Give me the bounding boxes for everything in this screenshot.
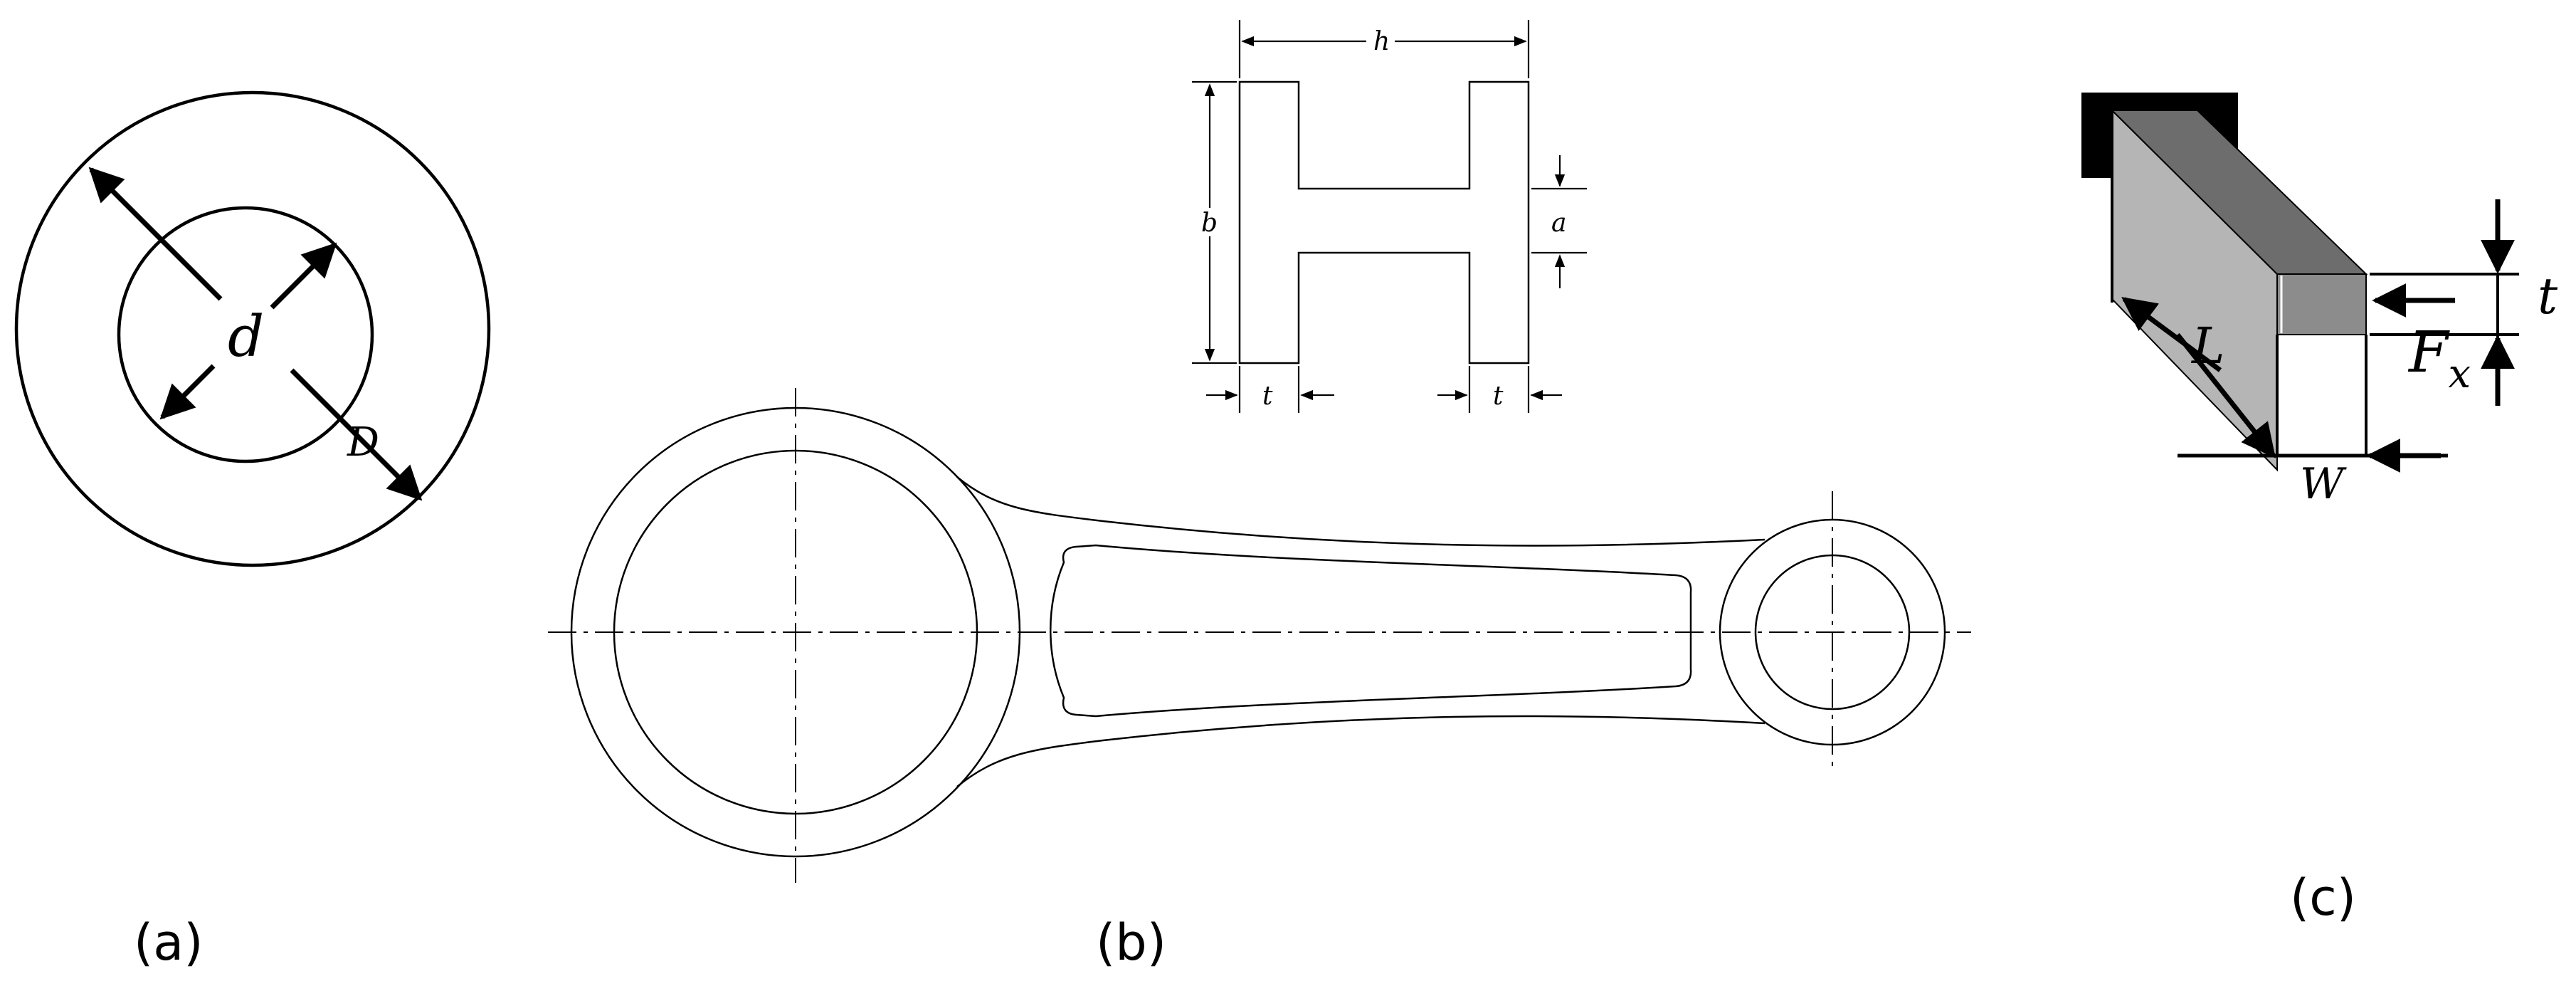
panel-b-label: (b) — [1096, 913, 1166, 972]
h-dimension-label: h — [1373, 27, 1390, 56]
W-label: W — [2300, 459, 2347, 509]
beam-end-face — [2276, 273, 2367, 335]
panel-c-cantilever-beam: L W t Fx (c) — [2081, 93, 2558, 927]
inner-diameter-label: d — [228, 303, 264, 369]
b-dimension-label: b — [1201, 209, 1218, 238]
L-dim-arrow-lower — [2175, 332, 2276, 458]
t-label: t — [2538, 267, 2558, 325]
annulus-inner-circle — [117, 206, 374, 463]
a-dimension-label: a — [1551, 209, 1566, 238]
force-label: Fx — [2407, 319, 2471, 397]
shank-bottom-edge — [956, 715, 1765, 787]
outer-diameter-label: D — [347, 419, 379, 466]
L-dim-arrow-upper — [2121, 297, 2222, 372]
shank-pocket — [1050, 544, 1692, 718]
force-letter: F — [2407, 319, 2450, 385]
panel-b-connecting-rod: h b a t t (b) — [548, 20, 1971, 972]
big-end-inner-circle — [613, 449, 978, 815]
h-section-outline — [1238, 80, 1530, 364]
L-label: L — [2190, 317, 2224, 375]
outer-diameter-arrow-lower — [290, 368, 423, 501]
outer-diameter-arrow-upper — [88, 167, 223, 301]
small-end-outer-circle — [1719, 518, 1946, 746]
t-left-label: t — [1262, 382, 1273, 411]
annulus-outer-circle — [14, 90, 491, 567]
panel-c-label: (c) — [2290, 869, 2356, 927]
big-end-outer-circle — [570, 407, 1021, 858]
inner-diameter-arrow-upper — [270, 242, 337, 310]
force-subscript: x — [2449, 351, 2471, 397]
shank-top-edge — [956, 476, 1765, 547]
panel-a-annulus: d D (a) — [14, 90, 491, 972]
t-right-label: t — [1493, 382, 1504, 411]
inner-diameter-arrow-lower — [159, 364, 216, 420]
small-end-inner-circle — [1754, 554, 1911, 710]
panel-a-label: (a) — [134, 913, 204, 972]
h-section-inset: h b a t t — [1192, 20, 1587, 413]
